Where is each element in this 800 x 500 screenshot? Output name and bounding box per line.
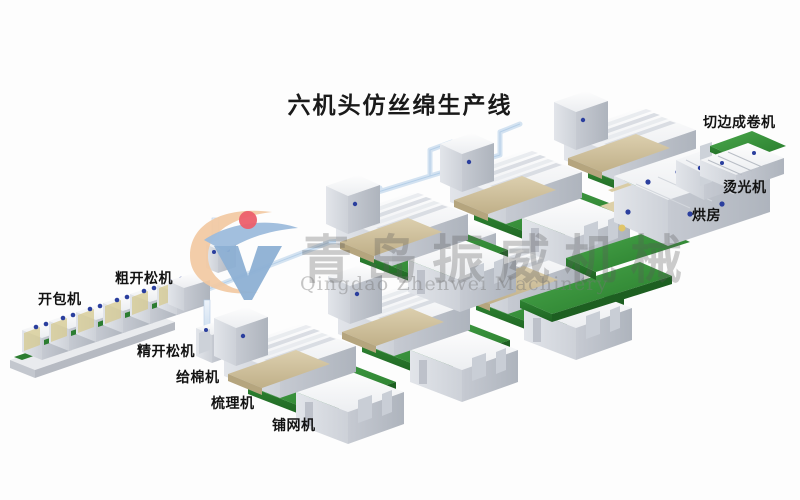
machine-bale-opener bbox=[10, 273, 210, 378]
label-carding: 梳理机 bbox=[211, 396, 255, 412]
label-trim-winder: 切边成卷机 bbox=[703, 115, 776, 131]
label-drying-oven: 烘房 bbox=[692, 208, 721, 224]
label-coarse-opener: 粗开松机 bbox=[115, 271, 173, 287]
line-head-1 bbox=[214, 307, 404, 444]
line-head-4 bbox=[326, 175, 516, 312]
label-ironing: 烫光机 bbox=[723, 180, 767, 196]
machine-coarse-opener bbox=[205, 217, 236, 273]
label-cotton-feeder: 给棉机 bbox=[176, 370, 220, 386]
label-bale-opener: 开包机 bbox=[38, 292, 82, 308]
label-web-layer: 铺网机 bbox=[272, 418, 316, 434]
page-title: 六机头仿丝绵生产线 bbox=[287, 93, 513, 119]
machine-trim-winder bbox=[700, 131, 786, 191]
label-fine-opener: 精开松机 bbox=[137, 344, 195, 360]
